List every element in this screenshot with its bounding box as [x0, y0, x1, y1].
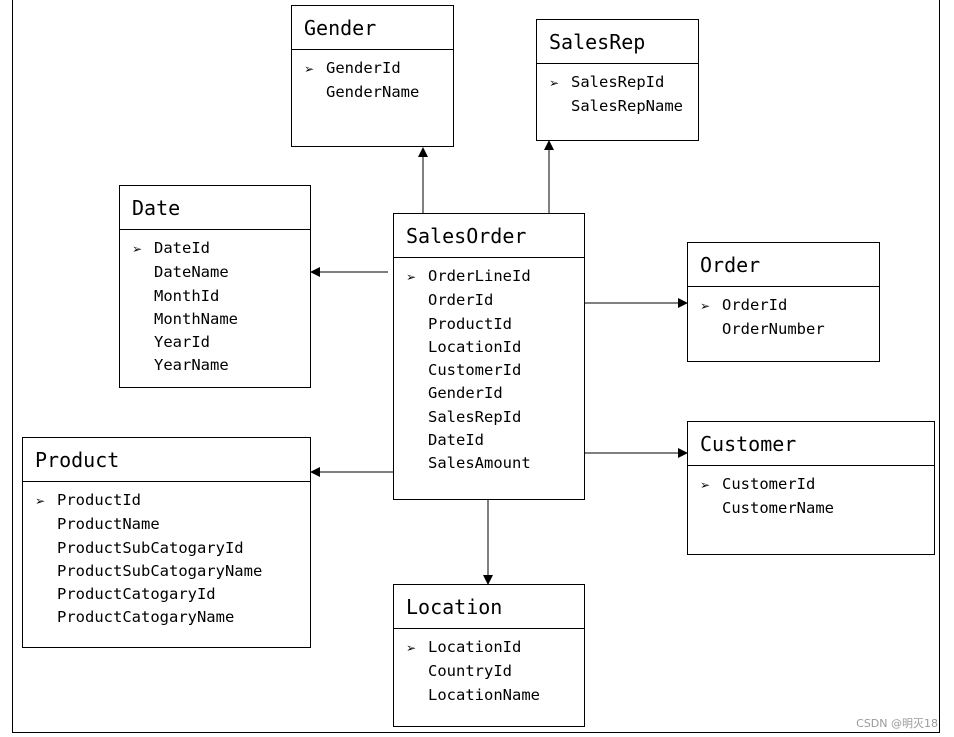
field-name: CustomerName	[722, 499, 834, 518]
field: CustomerId	[406, 359, 572, 382]
field-name: MonthName	[154, 309, 238, 328]
field-list: LocationId CountryId LocationName	[394, 629, 584, 707]
entity-product[interactable]: Product ProductId ProductName ProductSub…	[22, 437, 311, 648]
field-name: DateId	[428, 431, 484, 450]
field-name: ProductId	[428, 314, 512, 333]
field-name: OrderNumber	[722, 320, 825, 339]
entity-title: SalesOrder	[394, 214, 584, 258]
field-name: SalesAmount	[428, 454, 531, 473]
field-primary-key: CustomerId	[700, 473, 922, 497]
field-name: ProductId	[57, 491, 141, 509]
field-name: CustomerId	[722, 475, 816, 493]
field: ProductId	[406, 313, 572, 336]
field: OrderNumber	[700, 318, 867, 341]
entity-salesorder[interactable]: SalesOrder OrderLineId OrderId ProductId…	[393, 213, 585, 500]
field-name: DateName	[154, 263, 229, 282]
field: MonthId	[132, 285, 298, 308]
field-name: YearName	[154, 356, 229, 375]
entity-order[interactable]: Order OrderId OrderNumber	[687, 242, 880, 362]
watermark-text: CSDN @明灭18	[856, 717, 938, 730]
field-name: MonthId	[154, 286, 220, 305]
entity-title: Location	[394, 585, 584, 629]
field-list: OrderId OrderNumber	[688, 287, 879, 342]
field-name: LocationId	[428, 638, 522, 656]
entity-title: SalesRep	[537, 20, 698, 64]
entity-gender[interactable]: Gender GenderId GenderName	[291, 5, 454, 147]
field-list: ProductId ProductName ProductSubCatogary…	[23, 482, 310, 630]
field-name: SalesRepId	[571, 73, 665, 91]
field-name: ProductCatogaryName	[57, 608, 235, 627]
field: ProductCatogaryName	[35, 606, 298, 629]
key-arrow-icon	[406, 266, 428, 289]
field: OrderId	[406, 289, 572, 312]
field-list: DateId DateName MonthId MonthName YearId…	[120, 230, 310, 378]
field-name: OrderId	[722, 296, 788, 314]
diagram-frame	[12, 0, 940, 733]
field-list: OrderLineId OrderId ProductId LocationId…	[394, 258, 584, 476]
field: LocationId	[406, 336, 572, 359]
field-primary-key: OrderId	[700, 294, 867, 318]
field-name: GenderId	[326, 59, 401, 77]
entity-date[interactable]: Date DateId DateName MonthId MonthName Y…	[119, 185, 311, 388]
field: GenderName	[304, 81, 441, 104]
key-arrow-icon	[406, 637, 428, 660]
field: ProductName	[35, 513, 298, 536]
key-arrow-icon	[304, 58, 326, 81]
field: DateId	[406, 429, 572, 452]
entity-title: Product	[23, 438, 310, 482]
key-arrow-icon	[549, 72, 571, 95]
field: CustomerName	[700, 497, 922, 520]
field: DateName	[132, 261, 298, 284]
field: MonthName	[132, 308, 298, 331]
field-name: ProductName	[57, 515, 160, 534]
field-name: CountryId	[428, 662, 512, 681]
field: SalesRepId	[406, 406, 572, 429]
field-name: OrderLineId	[428, 267, 531, 285]
key-arrow-icon	[700, 474, 722, 497]
field: ProductCatogaryId	[35, 583, 298, 606]
field-name: SalesRepId	[428, 407, 522, 426]
field: ProductSubCatogaryName	[35, 560, 298, 583]
key-arrow-icon	[132, 238, 154, 261]
field: CountryId	[406, 660, 572, 683]
field: ProductSubCatogaryId	[35, 537, 298, 560]
field-name: GenderName	[326, 83, 420, 102]
entity-salesrep[interactable]: SalesRep SalesRepId SalesRepName	[536, 19, 699, 141]
entity-title: Customer	[688, 422, 934, 466]
field: YearId	[132, 331, 298, 354]
field: SalesRepName	[549, 95, 686, 118]
field-name: OrderId	[428, 291, 494, 310]
field-name: DateId	[154, 239, 210, 257]
entity-location[interactable]: Location LocationId CountryId LocationNa…	[393, 584, 585, 727]
field-list: SalesRepId SalesRepName	[537, 64, 698, 119]
entity-title: Date	[120, 186, 310, 230]
field-name: ProductSubCatogaryName	[57, 561, 263, 580]
entity-title: Gender	[292, 6, 453, 50]
field: GenderId	[406, 382, 572, 405]
field-primary-key: LocationId	[406, 636, 572, 660]
field-name: GenderId	[428, 384, 503, 403]
field-name: ProductCatogaryId	[57, 585, 216, 604]
field-primary-key: GenderId	[304, 57, 441, 81]
field-name: YearId	[154, 333, 210, 352]
field-primary-key: OrderLineId	[406, 265, 572, 289]
field: LocationName	[406, 684, 572, 707]
entity-title: Order	[688, 243, 879, 287]
key-arrow-icon	[700, 295, 722, 318]
field-name: SalesRepName	[571, 97, 683, 116]
entity-customer[interactable]: Customer CustomerId CustomerName	[687, 421, 935, 555]
field: SalesAmount	[406, 452, 572, 475]
field-primary-key: ProductId	[35, 489, 298, 513]
field-name: LocationId	[428, 337, 522, 356]
field-primary-key: DateId	[132, 237, 298, 261]
field-list: CustomerId CustomerName	[688, 466, 934, 521]
field-name: CustomerId	[428, 361, 522, 380]
field-name: LocationName	[428, 685, 540, 704]
field-name: ProductSubCatogaryId	[57, 538, 244, 557]
field-primary-key: SalesRepId	[549, 71, 686, 95]
field: YearName	[132, 354, 298, 377]
key-arrow-icon	[35, 490, 57, 513]
field-list: GenderId GenderName	[292, 50, 453, 105]
